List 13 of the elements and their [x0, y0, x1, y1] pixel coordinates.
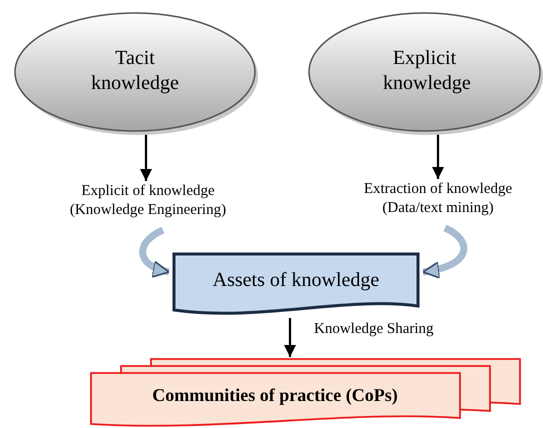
curved-arrow	[422, 224, 468, 278]
node-label: Communities of practice (CoPs)	[151, 385, 399, 406]
knowledge-ellipse	[308, 12, 541, 132]
stacked-documents	[90, 358, 520, 428]
arrow	[432, 132, 444, 179]
node-label: Assets of knowledge	[212, 269, 380, 292]
annotation-text: Explicit of knowledge (Knowledge Engineering)	[50, 182, 246, 228]
annotation-text: Extraction of knowledge (Data/text mining)	[343, 180, 533, 226]
arrow	[140, 132, 152, 181]
node-label: Tacit knowledge	[90, 46, 180, 96]
arrow	[284, 318, 296, 357]
knowledge-ellipse	[14, 12, 256, 132]
edge-label: Knowledge Sharing	[314, 321, 434, 338]
